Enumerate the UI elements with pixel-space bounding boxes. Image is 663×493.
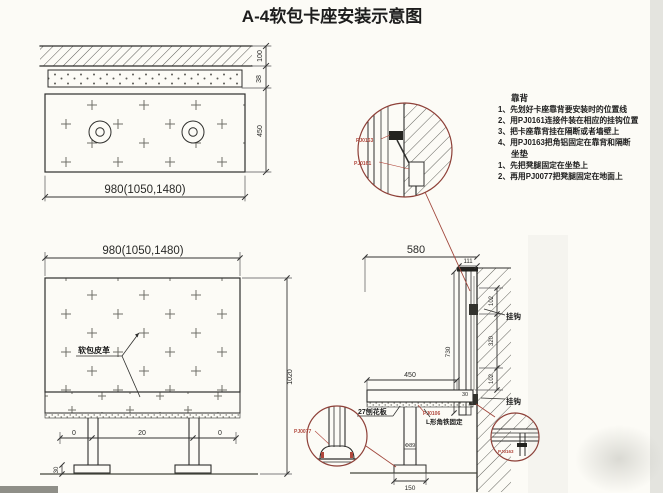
material-callout: 软包皮革 (76, 332, 141, 398)
front-width-dimension: 980(1050,1480) (41, 245, 244, 276)
section-depth-dimension: 580 (361, 244, 481, 292)
notes-backrest-item-3: 3、把卡座靠背挂在隔断或者墙壁上 (498, 126, 619, 136)
front-width-label: 980(1050,1480) (102, 245, 183, 257)
front-view: 980(1050,1480) 软包皮革 (40, 245, 294, 478)
section-base-dimension: 150 (390, 473, 430, 492)
plan-wall-hatch (40, 46, 252, 66)
front-height-dimension: 1020 (242, 274, 294, 478)
detail-circle-seatjoint: PJ0163 (475, 403, 540, 462)
plan-width-dimension: 980(1050,1480) (41, 175, 249, 202)
plan-wall-dim-label: 100 (257, 50, 264, 62)
plan-depth-dim-label: 450 (257, 125, 264, 137)
section-base-label: 150 (405, 485, 416, 492)
plan-seat-panel (44, 93, 246, 173)
detail-leader-hook (424, 191, 471, 292)
notes-backrest-item-2: 2、用PJ0161连接件装在相应的挂钩位置 (498, 115, 639, 125)
notes-cushion-item-2: 2、再用PJ0077把凳腿固定在地面上 (498, 171, 623, 181)
board-label: 27刨花板 (358, 407, 388, 416)
front-seat-underlay (44, 412, 241, 419)
leg-diameter-callout: Φ89 (404, 443, 416, 450)
plan-strip-dim-label: 38 (256, 75, 263, 83)
detail-hook-part-b-callout: PJ0161 (354, 161, 410, 170)
front-leg-dim-mid: 20 (138, 430, 146, 437)
section-backthick-label: 111 (463, 259, 473, 265)
material-label: 软包皮革 (78, 345, 110, 355)
section-wall-hatch (477, 268, 511, 492)
detail-leader-leg (365, 445, 397, 468)
notes-cushion-item-1: 1、先把凳腿固定在坐垫上 (498, 160, 588, 170)
detail-hook-part-a: PJ0163 (356, 138, 373, 144)
hook-label-bottom: 挂钩 (506, 396, 521, 406)
hook-bottom-dim-label: 102 (489, 373, 495, 384)
detail-circle-hook-outline (357, 102, 453, 198)
wall-hook-top (469, 304, 478, 315)
front-leg-dimensions: 0 20 0 (56, 430, 240, 444)
section-backheight-label: 730 (445, 346, 452, 357)
notes-backrest-item-4: 4、用PJ0163把角铝固定在靠背和隔断 (498, 137, 631, 147)
section-leg (393, 407, 427, 474)
board-callout: 27刨花板 (357, 405, 401, 417)
section-backrest (457, 267, 478, 416)
plan-backrest-strip (47, 69, 243, 88)
bracket-part-label: PJ0106 (423, 411, 440, 417)
front-leg-dim-right: 0 (218, 430, 222, 437)
leg-diameter-label: Φ89 (405, 443, 416, 449)
angle-iron-label: L形角铁固定 (426, 417, 463, 426)
page-title: A-4软包卡座安装示意图 (242, 6, 422, 26)
detail-leader-seatjoint (475, 403, 496, 418)
section-view: 580 111 730 (350, 244, 521, 492)
detail-circle-leg: PJ0077 (294, 405, 397, 468)
plan-leg-hole-left (88, 120, 112, 144)
front-leg-dim-left: 0 (72, 430, 76, 437)
front-backrest-panel (44, 277, 241, 393)
installation-notes: 靠背 1、先划好卡座靠背要安装时的位置线 2、用PJ0161连接件装在相应的挂钩… (498, 93, 639, 181)
hook-span-dim-label: 320 (489, 335, 495, 346)
hook-callout-top: 挂钩 (483, 308, 521, 321)
front-foot-dim-label: 30 (54, 466, 60, 473)
hook-label-top: 挂钩 (506, 311, 521, 321)
plan-width-label: 980(1050,1480) (104, 184, 185, 196)
front-legs (73, 418, 212, 474)
notes-backrest-header: 靠背 (511, 93, 529, 103)
front-seat-band (44, 391, 241, 414)
section-seatdepth-label: 450 (404, 372, 416, 379)
detail-leg-part-callout: PJ0077 (294, 429, 330, 445)
section-seatthick-label: 30 (462, 392, 468, 398)
hook-callout-bottom: 挂钩 (480, 396, 521, 406)
plan-view: 980(1050,1480) 100 38 450 (39, 42, 272, 202)
section-hook-dimensions: 102 320 102 (475, 284, 503, 394)
detail-circle-leg-outline (306, 405, 368, 467)
section-seat (366, 389, 474, 408)
plan-right-dimensions: 100 38 450 (241, 42, 272, 176)
plan-leg-hole-right (181, 120, 205, 144)
section-depth-label: 580 (407, 244, 425, 256)
hook-top-dim-label: 102 (489, 295, 495, 306)
detail-seat-part: PJ0163 (498, 449, 514, 454)
detail-hook-part-a-callout: PJ0163 (356, 134, 391, 144)
notes-cushion-header: 坐垫 (511, 149, 529, 159)
bracket-part-callout: PJ0106 (417, 404, 440, 417)
detail-leg-part: PJ0077 (294, 429, 311, 435)
section-seatdepth-dimension: 450 (363, 372, 461, 390)
front-foot-dimension: 30 (54, 461, 66, 478)
detail-circle-seatjoint-outline (490, 412, 540, 462)
section-backthick-dimension: 111 (455, 259, 481, 270)
detail-hook-part-b: PJ0161 (354, 161, 371, 167)
notes-backrest-item-1: 1、先划好卡座靠背要安装时的位置线 (498, 104, 627, 114)
detail-circle-hook: PJ0163 PJ0161 (354, 102, 471, 292)
angle-iron-callout: L形角铁固定 (423, 408, 463, 426)
front-height-label: 1020 (287, 369, 294, 385)
